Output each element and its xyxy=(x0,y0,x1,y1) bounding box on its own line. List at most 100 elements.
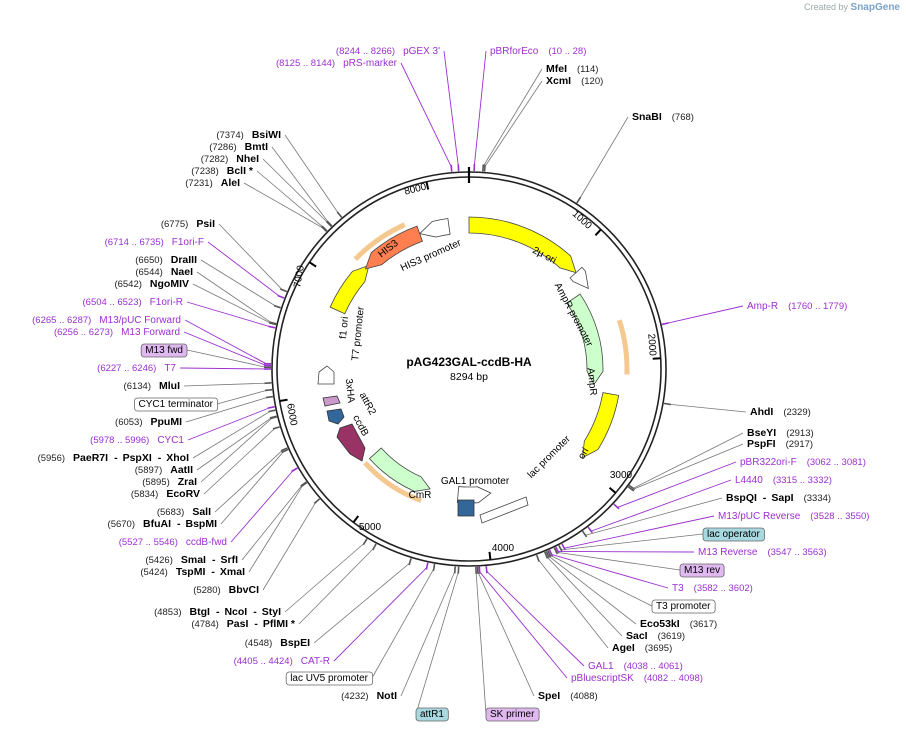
site-label-pbr322ori-f[interactable]: pBR322ori-F(3062 .. 3081) xyxy=(740,457,866,468)
site-label-cyc1[interactable]: (5978 .. 5996)CYC1 xyxy=(90,435,184,446)
site-label-lac-operator[interactable]: lac operator xyxy=(702,527,765,542)
site-label-bfuai[interactable]: (5670)BfuAI-BspMI xyxy=(108,518,218,530)
site-name: pBluescriptSK xyxy=(571,673,634,684)
site-label-t3[interactable]: T3(3582 .. 3602) xyxy=(672,583,753,594)
feature-ampr-promoter[interactable] xyxy=(569,266,589,290)
site-name: DraIII xyxy=(171,254,197,266)
site-label-sk-primer[interactable]: SK primer xyxy=(485,707,540,722)
site-label-ahdi[interactable]: AhdI(2329) xyxy=(750,406,811,418)
feature-ampr[interactable] xyxy=(566,293,604,386)
site-label-t3-promoter[interactable]: T3 promoter xyxy=(651,599,716,614)
feature-3xha[interactable] xyxy=(322,395,341,407)
feature-attr2[interactable] xyxy=(326,408,345,425)
site-label-zrai[interactable]: (5895)ZraI xyxy=(142,476,197,488)
site-label-btgi[interactable]: (4853)BtgI-NcoI-StyI xyxy=(154,606,281,618)
site-name: T3 xyxy=(672,583,684,594)
site-label-pgex-3[interactable]: (8244 .. 8266)pGEX 3' xyxy=(336,46,440,57)
site-label-pspfi[interactable]: PspFI(2917) xyxy=(747,438,813,450)
site-label-naei[interactable]: (6544)NaeI xyxy=(135,266,193,278)
site-label-gal1[interactable]: GAL1(4038 .. 4061) xyxy=(588,661,683,672)
leader-smai xyxy=(241,484,303,561)
site-label-ccdb-fwd[interactable]: (5527 .. 5546)ccdB-fwd xyxy=(119,537,227,548)
plasmid-name: pAG423GAL-ccdB-HA xyxy=(406,355,532,369)
site-name: MfeI xyxy=(546,63,567,75)
site-label-prs-marker[interactable]: (8125 .. 8144)pRS-marker xyxy=(276,58,398,69)
site-label-nhei[interactable]: (7282)NheI xyxy=(201,153,259,165)
feature-his3-promoter[interactable] xyxy=(418,218,451,238)
site-name: PasI xyxy=(227,618,249,630)
site-label-amp-r[interactable]: Amp-R(1760 .. 1779) xyxy=(747,301,847,312)
site-label-t7[interactable]: (6227 .. 6246)T7 xyxy=(97,363,176,374)
site-label-bspqi[interactable]: BspQI-SapI(3334) xyxy=(726,492,831,504)
site-label-pbluescriptsk[interactable]: pBluescriptSK(4082 .. 4098) xyxy=(571,673,703,684)
site-name: GAL1 xyxy=(588,661,614,672)
site-label-snabi[interactable]: SnaBI(768) xyxy=(632,111,694,123)
site-label-text: M13 rev xyxy=(684,565,720,576)
site-label-draiii[interactable]: (6650)DraIII xyxy=(135,254,197,266)
site-label-m13-rev[interactable]: M13 rev xyxy=(679,563,725,578)
site-label-sali[interactable]: (5683)SalI xyxy=(157,506,211,518)
site-label-mfei[interactable]: MfeI(114) xyxy=(546,63,598,75)
feature-gal1-promoter[interactable] xyxy=(456,486,492,504)
feature-cmr[interactable] xyxy=(368,447,431,492)
site-label-smai[interactable]: (5426)SmaI-SrfI xyxy=(145,554,238,566)
site-label-paer7i[interactable]: (5956)PaeR7I-PspXI-XhoI xyxy=(38,452,190,464)
site-label-cyc1-terminator[interactable]: CYC1 terminator xyxy=(134,397,219,412)
site-label-m13-puc-forward[interactable]: (6265 .. 6287)M13/pUC Forward xyxy=(32,315,181,326)
site-label-text: (6265 .. 6287)M13/pUC Forward xyxy=(32,315,181,326)
site-label-f1ori-f[interactable]: (6714 .. 6735)F1ori-F xyxy=(105,237,204,248)
site-label-aatii[interactable]: (5897)AatII xyxy=(135,464,193,476)
site-label-bbvci[interactable]: (5280)BbvCI xyxy=(193,584,259,596)
site-label-mlui[interactable]: (6134)MluI xyxy=(124,380,181,392)
feature-lac-promoter[interactable] xyxy=(479,496,529,524)
site-label-psii[interactable]: (6775)PsiI xyxy=(161,218,215,230)
site-label-bspei[interactable]: (4548)BspEI xyxy=(245,637,310,649)
site-label-m13-reverse[interactable]: M13 Reverse(3547 .. 3563) xyxy=(698,547,827,558)
site-label-text: (7286)BmtI xyxy=(209,141,268,153)
site-label-ngomiv[interactable]: (6542)NgoMIV xyxy=(114,278,189,290)
site-label-ppumi[interactable]: (6053)PpuMI xyxy=(115,416,182,428)
feature-t7-promoter[interactable] xyxy=(317,365,335,385)
site-label-bcli[interactable]: (7238)BclI * xyxy=(191,165,254,177)
site-label-eco53ki[interactable]: Eco53kI(3617) xyxy=(640,618,717,630)
site-label-m13-puc-reverse[interactable]: M13/pUC Reverse(3528 .. 3550) xyxy=(718,511,869,522)
leader-bseyi xyxy=(633,432,744,489)
site-label-spei[interactable]: SpeI(4088) xyxy=(538,690,598,702)
leader-aatii xyxy=(196,417,273,471)
site-label-f1ori-r[interactable]: (6504 .. 6523)F1ori-R xyxy=(83,297,184,308)
site-label-m13-forward[interactable]: (6256 .. 6273)M13 Forward xyxy=(54,327,180,338)
site-label-noti[interactable]: (4232)NotI xyxy=(341,690,397,702)
site-label-tspmi[interactable]: (5424)TspMI-XmaI xyxy=(140,566,245,578)
leader-saci xyxy=(546,556,623,637)
site-label-bsiwi[interactable]: (7374)BsiWI xyxy=(216,129,281,141)
site-label-attr1[interactable]: attR1 xyxy=(415,707,449,722)
site-label-lac-uv5-promoter[interactable]: lac UV5 promoter xyxy=(285,671,374,686)
site-label-m13-fwd[interactable]: M13 fwd xyxy=(140,343,188,358)
site-label-alei[interactable]: (7231)AleI xyxy=(185,177,240,189)
site-label-saci[interactable]: SacI(3619) xyxy=(626,630,685,642)
site-label-ecorv[interactable]: (5834)EcoRV xyxy=(131,488,200,500)
site-name: CYC1 xyxy=(157,435,184,446)
site-label-l4440[interactable]: L4440(3315 .. 3332) xyxy=(735,475,832,486)
site-label-bseyi[interactable]: BseYI(2913) xyxy=(747,427,814,439)
site-name2: SrfI xyxy=(220,554,238,566)
site-label-text: (5426)SmaI-SrfI xyxy=(145,554,238,566)
feature-ccdb[interactable] xyxy=(336,423,366,462)
feature-ori[interactable] xyxy=(581,392,620,459)
site-label-pbrforeco[interactable]: pBRforEco(10 .. 28) xyxy=(490,46,586,57)
site-label-bmti[interactable]: (7286)BmtI xyxy=(209,141,268,153)
site-name: NheI xyxy=(236,153,259,165)
site-coord: (6053) xyxy=(115,417,142,428)
feature-attr1-mark[interactable] xyxy=(457,499,475,517)
feature-his3[interactable] xyxy=(364,225,423,270)
site-label-agei[interactable]: AgeI(3695) xyxy=(612,642,672,654)
feature-f1-ori[interactable] xyxy=(329,264,370,315)
site-label-text: (5978 .. 5996)CYC1 xyxy=(90,435,184,446)
leader-bmti xyxy=(271,146,329,223)
site-label-cat-r[interactable]: (4405 .. 4424)CAT-R xyxy=(234,656,330,667)
site-label-text: (6714 .. 6735)F1ori-F xyxy=(105,237,204,248)
site-label-xcmi[interactable]: XcmI(120) xyxy=(546,75,603,87)
feature-2-ori[interactable] xyxy=(468,216,577,274)
site-marker-cyc1 xyxy=(267,405,275,409)
site-label-pasi[interactable]: (4784)PasI-PflMI * xyxy=(191,618,296,630)
